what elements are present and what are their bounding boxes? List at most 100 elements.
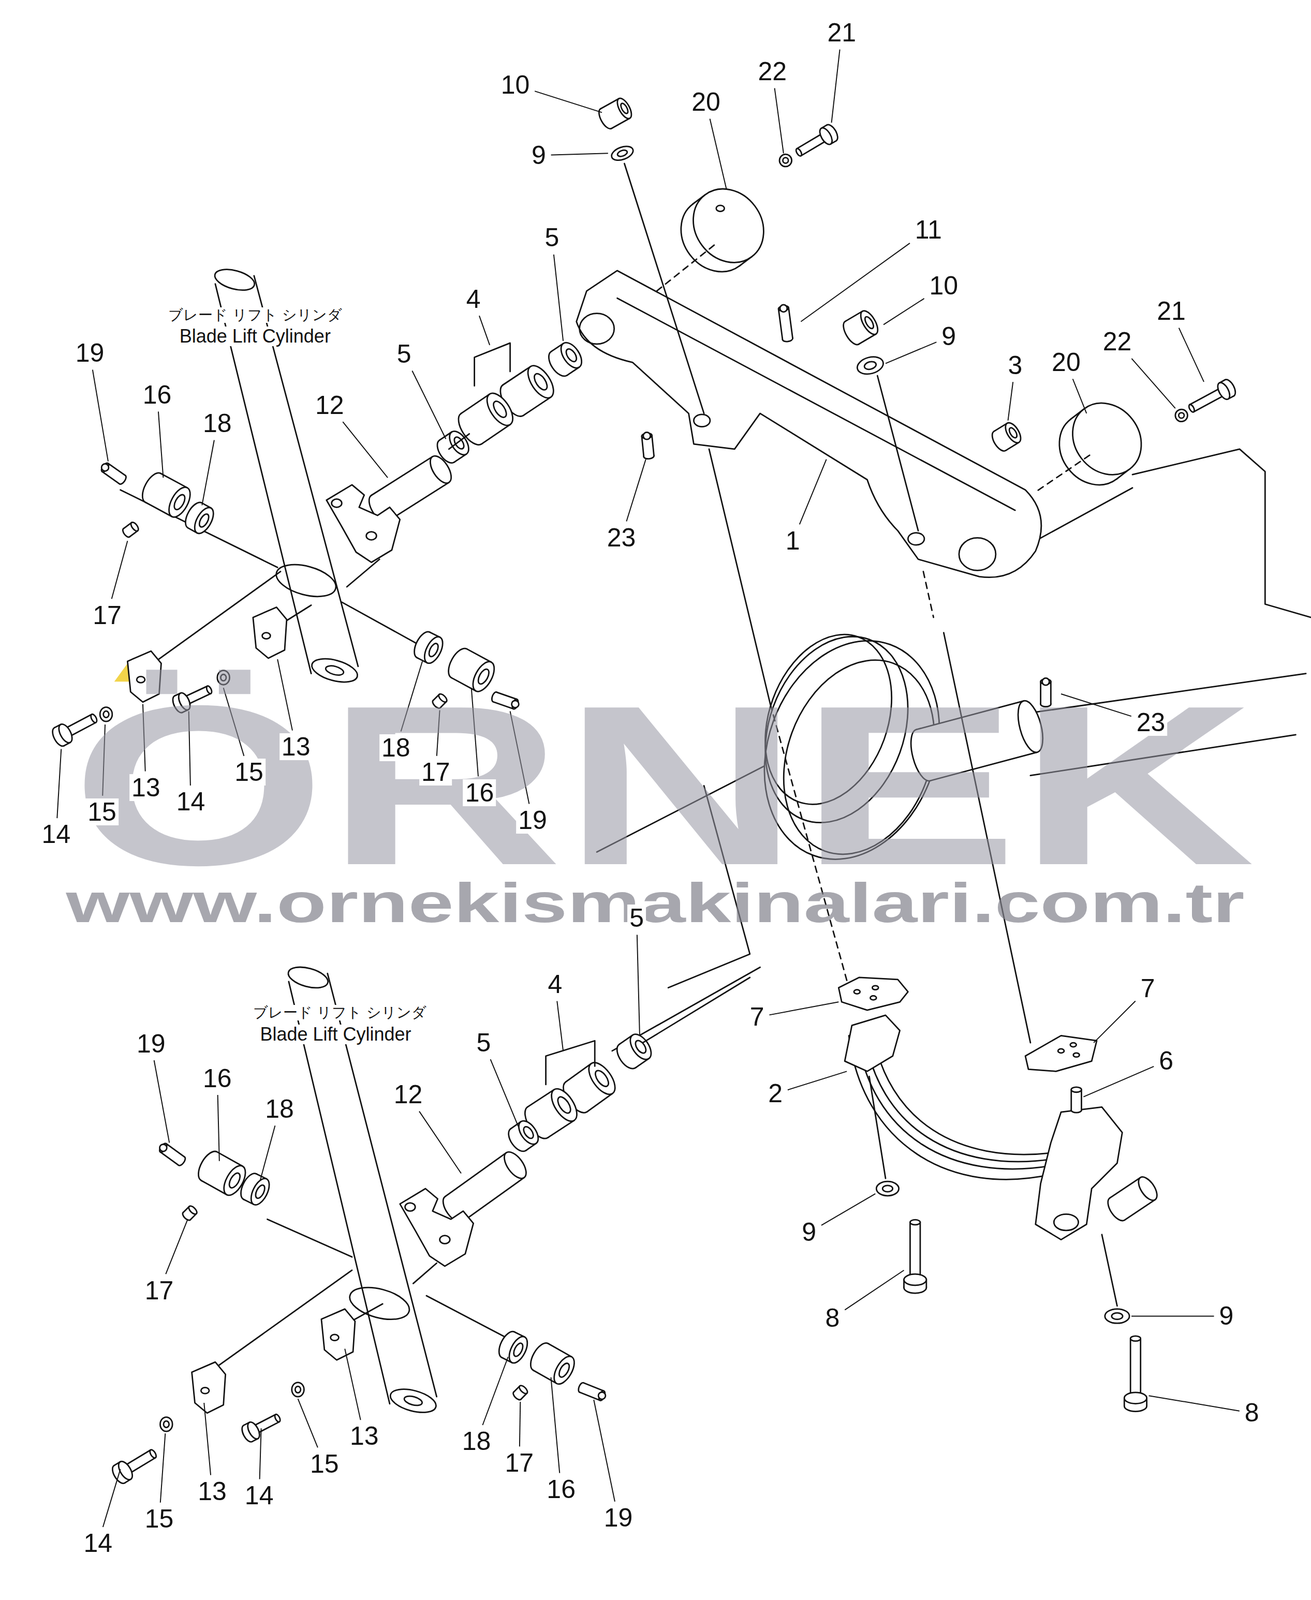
- assembly-line: [1035, 455, 1090, 493]
- body-outline: [1132, 449, 1311, 618]
- leader-line: [344, 1349, 361, 1421]
- callout-number: 15: [232, 758, 266, 786]
- assembly-line: [653, 245, 715, 295]
- grease-fitting-ball: [643, 432, 651, 440]
- seal: [504, 1117, 542, 1156]
- leader-line: [556, 1001, 564, 1052]
- leader-line: [1093, 1000, 1136, 1043]
- washer: [855, 354, 886, 377]
- washer-hole: [863, 360, 877, 371]
- seal: [612, 1030, 656, 1073]
- clamp: [192, 1362, 226, 1414]
- leader-line: [92, 370, 109, 462]
- plate-hole: [1073, 1053, 1080, 1058]
- bracket: [546, 1040, 596, 1085]
- callout-number: 18: [262, 1095, 297, 1123]
- assembly-line: [877, 375, 919, 532]
- assembly-line: [346, 559, 380, 587]
- frame-hole: [579, 313, 615, 345]
- leader-line: [419, 1111, 462, 1174]
- grease-fitting: [777, 305, 793, 343]
- assembly-line: [1101, 1234, 1118, 1307]
- leader-line: [799, 459, 827, 525]
- leader-line: [154, 1060, 170, 1143]
- plate-hole: [853, 990, 861, 995]
- leader-line: [1179, 328, 1204, 382]
- yoke-hole: [405, 1203, 416, 1212]
- bolt-head: [903, 1274, 926, 1294]
- callout-number: 20: [1049, 348, 1083, 376]
- callout-number: 8: [823, 1304, 843, 1332]
- callout-number: 11: [912, 216, 945, 244]
- bolt-head: [1215, 377, 1238, 402]
- assembly-line: [709, 449, 771, 705]
- bolt-head: [1124, 1392, 1147, 1412]
- washer-hole: [882, 1185, 893, 1192]
- callout-number: 21: [825, 19, 859, 47]
- callout-number: 18: [200, 409, 234, 437]
- pin: [181, 1204, 199, 1222]
- leader-line: [1072, 378, 1087, 414]
- leader-line: [593, 1400, 615, 1502]
- yoke: [326, 484, 401, 563]
- nut: [596, 96, 635, 131]
- frame-hole: [907, 533, 925, 546]
- callout-number: 19: [73, 339, 107, 367]
- leader-line: [217, 1095, 220, 1162]
- leader-line: [519, 1402, 521, 1447]
- seal: [237, 1170, 273, 1209]
- cap-end: [1035, 1107, 1123, 1240]
- clamp: [321, 1309, 356, 1361]
- leader-line: [482, 1357, 508, 1426]
- bushing: [138, 469, 195, 521]
- callout-number: 17: [503, 1449, 537, 1477]
- trunnion-axis: [267, 1219, 352, 1258]
- leader-line: [203, 1403, 211, 1476]
- leader-line: [102, 1469, 121, 1528]
- grease-fitting: [577, 1381, 607, 1402]
- callout-number: 8: [1242, 1399, 1262, 1427]
- leader-line: [158, 411, 164, 478]
- washer-hole: [783, 157, 789, 164]
- callout-number: 17: [419, 758, 453, 786]
- callout-number: 19: [516, 806, 550, 834]
- callout-number: 16: [544, 1476, 578, 1504]
- callout-number: 7: [747, 1003, 767, 1031]
- leader-line: [259, 1428, 262, 1480]
- cap-band: [872, 1030, 1051, 1155]
- callout-number: 4: [464, 285, 483, 313]
- washer: [291, 1382, 305, 1398]
- callout-number: 5: [627, 904, 646, 932]
- callout-number: 16: [140, 381, 174, 409]
- plate-hole: [872, 985, 879, 991]
- callout-number: 13: [195, 1478, 229, 1506]
- assembly-line: [413, 1263, 437, 1284]
- callout-number: 20: [689, 88, 723, 116]
- part-name: Blade Lift Cylinder: [178, 326, 333, 347]
- callout-number: 17: [142, 1277, 176, 1305]
- callout-number: 14: [81, 1529, 115, 1557]
- bolt-shank: [1130, 1336, 1141, 1402]
- grease-fitting-ball: [159, 1144, 167, 1152]
- callout-number: 13: [279, 733, 313, 761]
- callout-number: 7: [1138, 975, 1158, 1003]
- leader-line: [260, 1125, 276, 1181]
- cap-pin: [1104, 1174, 1161, 1225]
- washer-hole: [616, 149, 628, 158]
- callout-number: 18: [460, 1427, 494, 1455]
- callout-number: 5: [474, 1029, 493, 1057]
- callout-number: 12: [391, 1081, 425, 1109]
- leader-line: [774, 87, 784, 154]
- seal: [544, 339, 586, 380]
- bolt-head: [49, 722, 75, 749]
- drawing: [49, 96, 1311, 1486]
- seal: [433, 428, 473, 467]
- callout-number: 9: [1216, 1302, 1236, 1330]
- leader-line: [411, 370, 446, 439]
- seal: [181, 499, 218, 537]
- yoke-hole: [439, 1235, 451, 1245]
- leader-line: [710, 119, 727, 190]
- leader-line: [626, 459, 646, 522]
- washer: [609, 143, 636, 164]
- leader-line: [479, 315, 490, 346]
